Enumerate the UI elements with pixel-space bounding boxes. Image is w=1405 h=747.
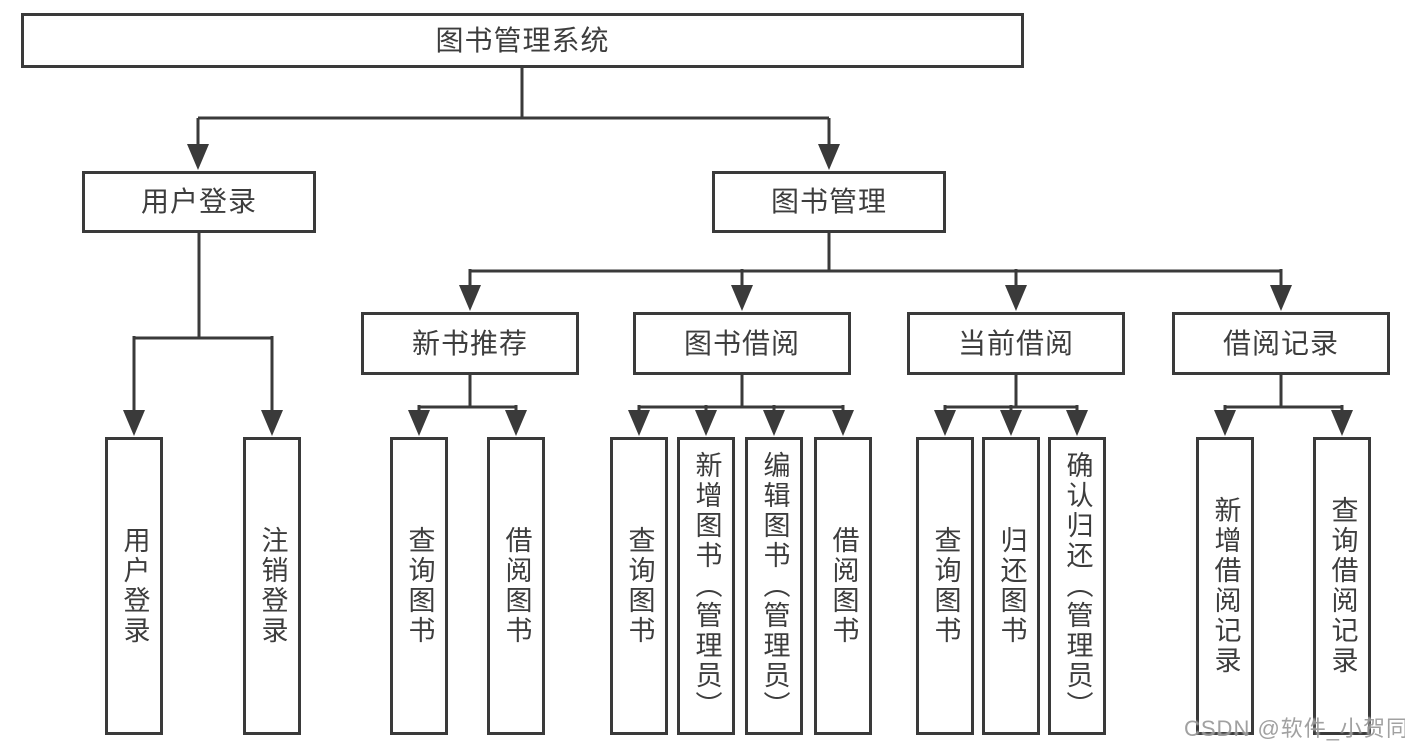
leaf-newbook-query-books: 查询图书: [390, 437, 448, 735]
leaf-current-return-books: 归还图书: [982, 437, 1040, 735]
node-current-borrow: 当前借阅: [907, 312, 1125, 375]
node-book-management: 图书管理: [712, 171, 946, 233]
leaf-newbook-query-books-label: 查询图书: [404, 526, 435, 646]
leaf-current-query-books-label: 查询图书: [930, 526, 961, 646]
leaf-logout-label: 注销登录: [257, 526, 288, 646]
node-current-borrow-label: 当前借阅: [957, 327, 1074, 359]
leaf-borrow-query-books-label: 查询图书: [624, 526, 655, 646]
node-new-book-recommend-label: 新书推荐: [411, 327, 528, 359]
leaf-borrow-add-books-label: 新增图书（管理员）: [691, 451, 722, 721]
leaf-user-login: 用户登录: [105, 437, 163, 735]
leaf-borrow-edit-books: 编辑图书（管理员）: [745, 437, 803, 735]
node-user-login-label: 用户登录: [140, 186, 257, 217]
leaf-current-confirm-return-label: 确认归还（管理员）: [1062, 451, 1093, 721]
leaf-current-query-books: 查询图书: [916, 437, 974, 735]
leaf-borrow-borrow-books: 借阅图书: [814, 437, 872, 735]
leaf-records-add-record: 新增借阅记录: [1196, 437, 1254, 735]
leaf-records-query-record: 查询借阅记录: [1313, 437, 1371, 735]
leaf-current-confirm-return: 确认归还（管理员）: [1048, 437, 1106, 735]
leaf-borrow-add-books: 新增图书（管理员）: [677, 437, 735, 735]
leaf-logout: 注销登录: [243, 437, 301, 735]
node-new-book-recommend: 新书推荐: [361, 312, 579, 375]
leaf-borrow-edit-books-label: 编辑图书（管理员）: [759, 451, 790, 721]
node-book-borrow: 图书借阅: [633, 312, 851, 375]
leaf-borrow-borrow-books-label: 借阅图书: [828, 526, 859, 646]
watermark: CSDN @软件_小贺同学: [1184, 716, 1405, 741]
node-borrow-records: 借阅记录: [1172, 312, 1390, 375]
leaf-current-return-books-label: 归还图书: [996, 526, 1027, 646]
leaf-newbook-borrow-books-label: 借阅图书: [501, 526, 532, 646]
leaf-records-query-record-label: 查询借阅记录: [1327, 496, 1358, 676]
arrowheads: [123, 144, 1353, 436]
node-root: 图书管理系统: [21, 13, 1024, 68]
node-book-borrow-label: 图书借阅: [683, 327, 800, 359]
node-root-label: 图书管理系统: [435, 24, 610, 56]
leaf-records-add-record-label: 新增借阅记录: [1210, 496, 1241, 676]
node-user-login: 用户登录: [82, 171, 316, 233]
leaf-newbook-borrow-books: 借阅图书: [487, 437, 545, 735]
node-borrow-records-label: 借阅记录: [1222, 327, 1339, 359]
leaf-user-login-label: 用户登录: [119, 526, 150, 646]
node-book-management-label: 图书管理: [770, 186, 887, 217]
leaf-borrow-query-books: 查询图书: [610, 437, 668, 735]
